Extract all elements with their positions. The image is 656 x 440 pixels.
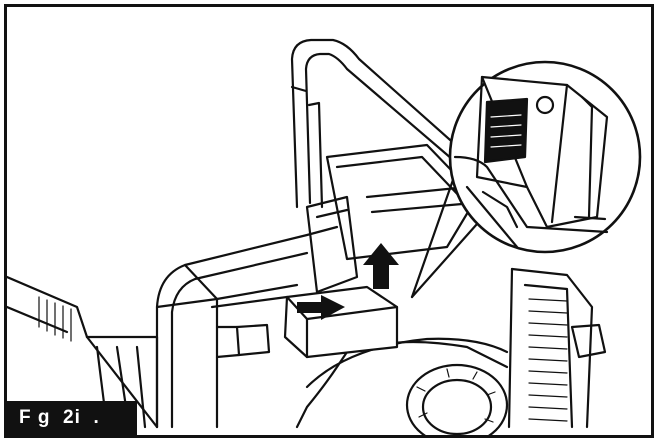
figure-frame: F g 2i . [4, 4, 654, 438]
open-lid [290, 38, 469, 209]
up-arrow-icon [363, 243, 399, 289]
insert-arrow-icon [297, 295, 345, 320]
figure-label: F g 2i . [7, 401, 137, 435]
dial-knob-icon [405, 363, 509, 435]
printer-illustration [7, 38, 642, 435]
cartridge-carrier [210, 143, 479, 359]
side-vent-panel [507, 267, 607, 429]
magnified-cartridge-slot-inset [448, 60, 642, 254]
